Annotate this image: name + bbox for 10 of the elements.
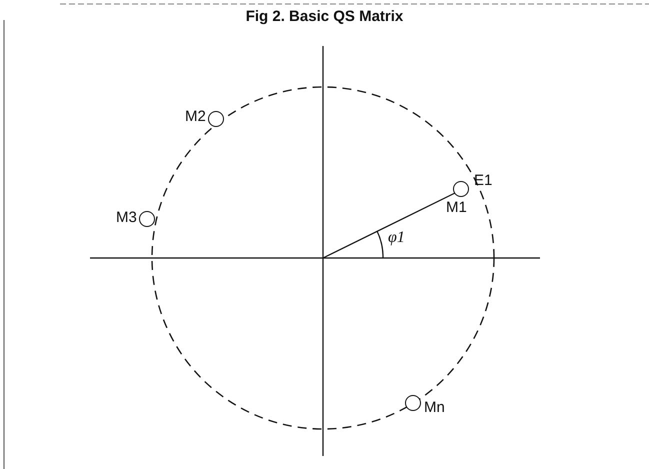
marker-circle [208, 111, 224, 127]
marker-circle [453, 181, 469, 197]
figure-title: Fig 2. Basic QS Matrix [244, 8, 404, 25]
angle-label: φ1 [388, 229, 405, 247]
point-label: M2 [185, 108, 206, 126]
marker-circle [405, 395, 421, 411]
point-label: M3 [116, 209, 137, 227]
point-label: Mn [424, 399, 445, 417]
point-label: M1 [446, 199, 467, 217]
marker-circle [139, 211, 155, 227]
